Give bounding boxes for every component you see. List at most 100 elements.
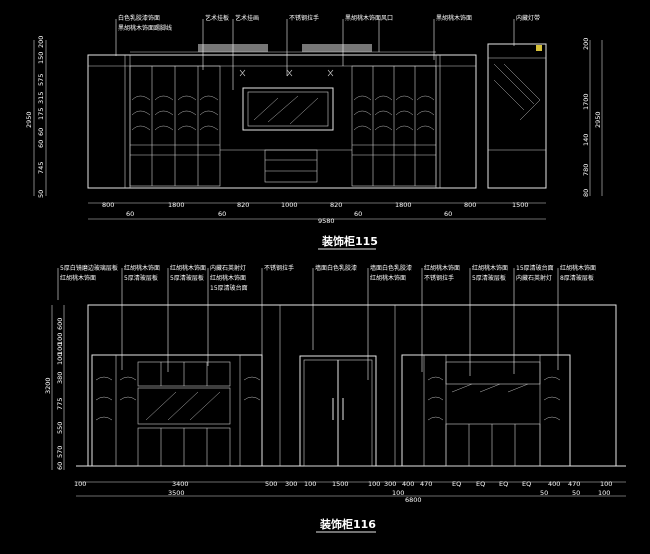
cabinet-right-116 (401, 354, 571, 467)
dim-total: 2950 (25, 111, 33, 128)
cabinet-115-outline (87, 54, 477, 189)
right-dimensions-115: 200 1700 140 780 80 2950 (582, 38, 603, 197)
dim-label: 60 (126, 210, 134, 218)
note: 红胡桃木饰面 (124, 264, 160, 272)
double-door-116 (299, 355, 377, 467)
shelf-block-right (351, 65, 437, 187)
dim-label: 60 (218, 210, 226, 218)
dim-label: EQ (522, 480, 531, 488)
dim-label: 200 (582, 38, 590, 50)
light-fixture-icon (536, 45, 542, 51)
dim-label: 380 (56, 372, 64, 384)
dim-label: 300 (285, 480, 297, 488)
dim-label: 1700 (582, 93, 590, 110)
wall-116-outline (87, 304, 617, 467)
note: 红胡桃木饰面 (560, 264, 596, 272)
note: 内藏石英射灯 (210, 264, 246, 272)
dim-label: 140 (582, 134, 590, 146)
dim-label: 100 (74, 480, 86, 488)
dim-label: 6800 (405, 496, 422, 504)
dim-label: 400 (548, 480, 560, 488)
dim-label: 60 (37, 128, 45, 136)
dim-label: 780 (582, 164, 590, 176)
note: 艺术挂画 (235, 14, 259, 22)
dim-label: 500 (265, 480, 277, 488)
dim-label: 100 (368, 480, 380, 488)
dim-label: 800 (102, 201, 114, 209)
dim-label: 315 (37, 92, 45, 104)
dim-label: 3500 (168, 489, 185, 497)
dim-label: 60 (444, 210, 452, 218)
dim-label: 550 (56, 422, 64, 434)
notes-116: 5厚白镜磨边玻璃层板 红胡桃木饰面 红胡桃木饰面 5厚清玻层板 红胡桃木饰面 5… (57, 264, 596, 430)
dim-label: 1800 (168, 201, 185, 209)
note: 15厚清玻台面 (210, 284, 248, 292)
dim-label: 3400 (172, 480, 189, 488)
bottom-dimensions-115: 800 1800 820 1000 820 1800 800 1500 60 6… (88, 201, 546, 225)
dim-label: 100 (56, 353, 64, 365)
note: 红胡桃木饰面 (170, 264, 206, 272)
dim-label: 775 (56, 398, 64, 410)
shelf-block-left (129, 65, 221, 187)
dim-label: 50 (572, 489, 580, 497)
drawing-title: 装饰柜115 (321, 234, 378, 248)
note: 5厚清玻层板 (124, 274, 158, 282)
note: 红胡桃木饰面 (370, 274, 406, 282)
dim-label: 60 (56, 462, 64, 470)
dim-label: 50 (540, 489, 548, 497)
note: 不锈钢拉手 (424, 274, 454, 282)
tv-panel (220, 69, 352, 183)
cabinet-left-116 (91, 354, 263, 467)
elevation-115: 白色乳胶漆饰面 黑胡桃木饰面踢脚线 艺术挂板 艺术挂画 不锈钢拉手 黑胡桃木饰面… (25, 14, 603, 250)
drawing-title: 装饰柜116 (319, 517, 376, 531)
dim-label: 150 (37, 52, 45, 64)
dim-label: 100 (56, 343, 64, 355)
dim-total: 2950 (594, 111, 602, 128)
dim-label: 745 (37, 162, 45, 174)
note: 5厚白镜磨边玻璃层板 (60, 264, 118, 272)
note: 内藏石英射灯 (516, 274, 552, 282)
note: 15厚清玻台面 (516, 264, 554, 272)
dim-label: EQ (476, 480, 485, 488)
side-elevation-115 (487, 43, 547, 189)
dim-label: 300 (384, 480, 396, 488)
notes-115: 白色乳胶漆饰面 黑胡桃木饰面踢脚线 艺术挂板 艺术挂画 不锈钢拉手 黑胡桃木饰面… (115, 14, 540, 90)
dim-label: 1500 (332, 480, 349, 488)
note: 8厚清玻层板 (560, 274, 594, 282)
dim-label: 1500 (512, 201, 529, 209)
note: 艺术挂板 (205, 14, 229, 22)
note: 黑胡桃木饰面踢脚线 (118, 24, 172, 32)
note: 红胡桃木饰面 (60, 274, 96, 282)
left-dimensions-116: 600 100 100 100 380 775 550 570 60 3200 (44, 305, 65, 470)
note: 黑胡桃木饰面 (436, 14, 472, 22)
dim-label: 200 (37, 36, 45, 48)
dim-label: 50 (37, 190, 45, 198)
note: 红胡桃木饰面 (210, 274, 246, 282)
top-fascia-right (302, 44, 372, 52)
dim-label: 400 (402, 480, 414, 488)
note: 内藏灯带 (516, 14, 540, 22)
dim-label: 100 (304, 480, 316, 488)
note: 红胡桃木饰面 (472, 264, 508, 272)
dim-label: 800 (464, 201, 476, 209)
dim-label: EQ (452, 480, 461, 488)
dim-label: 570 (56, 446, 64, 458)
dim-label: EQ (499, 480, 508, 488)
dim-label: 100 (392, 489, 404, 497)
dim-label: 100 (598, 489, 610, 497)
dim-label: 60 (354, 210, 362, 218)
bottom-dimensions-116: 100 3400 500 300 100 1500 100 300 400 47… (74, 480, 626, 504)
dim-label: 80 (582, 189, 590, 197)
elevation-116: 5厚白镜磨边玻璃层板 红胡桃木饰面 红胡桃木饰面 5厚清玻层板 红胡桃木饰面 5… (44, 264, 626, 533)
note: 墙面白色乳胶漆 (315, 264, 357, 272)
dim-label: 175 (37, 108, 45, 120)
dim-label: 100 (600, 480, 612, 488)
note: 5厚清玻层板 (472, 274, 506, 282)
dim-label: 1000 (281, 201, 298, 209)
note: 白色乳胶漆饰面 (118, 14, 160, 22)
dim-label: 820 (237, 201, 249, 209)
dim-label: 820 (330, 201, 342, 209)
dim-label: 600 (56, 318, 64, 330)
